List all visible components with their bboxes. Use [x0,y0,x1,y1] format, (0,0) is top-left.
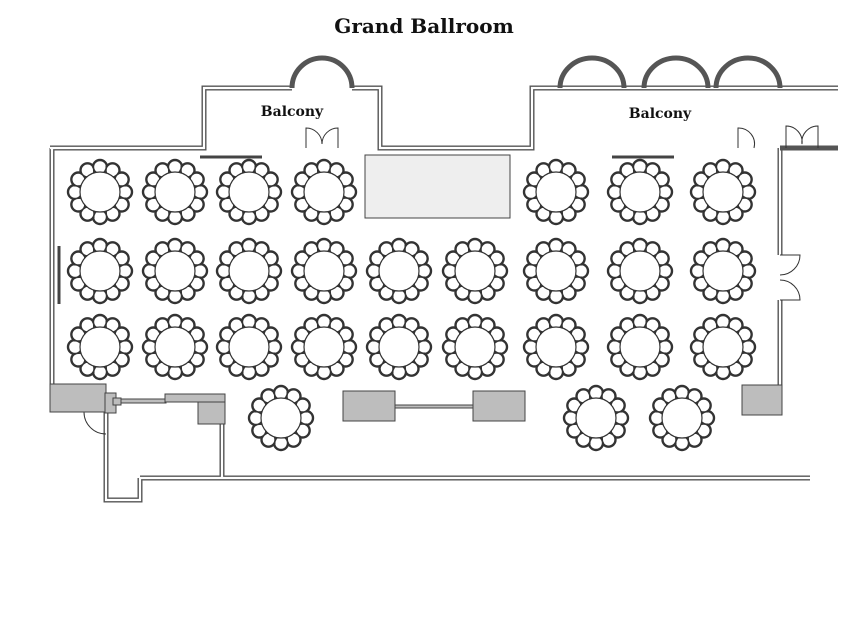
round-table [522,313,590,381]
balcony-label-left: Balcony [261,104,324,120]
table-top [79,171,121,213]
round-table [365,237,433,305]
round-table [141,158,209,226]
table-top [535,250,577,292]
tables [66,158,757,452]
table-top [303,250,345,292]
round-table [290,237,358,305]
service-furniture [49,383,783,425]
round-table [606,313,674,381]
round-table [66,313,134,381]
table-top [535,171,577,213]
round-table [562,384,630,452]
table-top [619,250,661,292]
balcony-label-right: Balcony [629,106,692,122]
table-top [79,326,121,368]
round-table [606,158,674,226]
table-top [303,326,345,368]
table-top [702,171,744,213]
table-top [154,250,196,292]
table-top [454,250,496,292]
table-top [619,171,661,213]
table-top [378,326,420,368]
round-table [606,237,674,305]
round-table [365,313,433,381]
round-table [689,237,757,305]
table-top [619,326,661,368]
round-table [141,237,209,305]
table-top [154,171,196,213]
table-top [702,326,744,368]
round-table [441,237,509,305]
round-table [522,237,590,305]
round-table [290,313,358,381]
round-table [215,237,283,305]
page-title: Grand Ballroom [334,14,514,38]
table-top [303,171,345,213]
table-top [378,250,420,292]
round-table [689,313,757,381]
round-table [689,158,757,226]
table-top [575,397,617,439]
table-top [154,326,196,368]
round-table [215,313,283,381]
table-top [228,326,270,368]
table-top [260,397,302,439]
round-table [247,384,315,452]
table-top [661,397,703,439]
table-top [702,250,744,292]
table-top [79,250,121,292]
round-table [141,313,209,381]
round-table [522,158,590,226]
stage [364,154,511,219]
table-top [228,250,270,292]
round-table [441,313,509,381]
doors [83,125,819,435]
round-table [290,158,358,226]
table-top [535,326,577,368]
table-top [228,171,270,213]
round-table [215,158,283,226]
walls [49,55,838,503]
round-table [66,158,134,226]
round-table [648,384,716,452]
table-top [454,326,496,368]
round-table [66,237,134,305]
